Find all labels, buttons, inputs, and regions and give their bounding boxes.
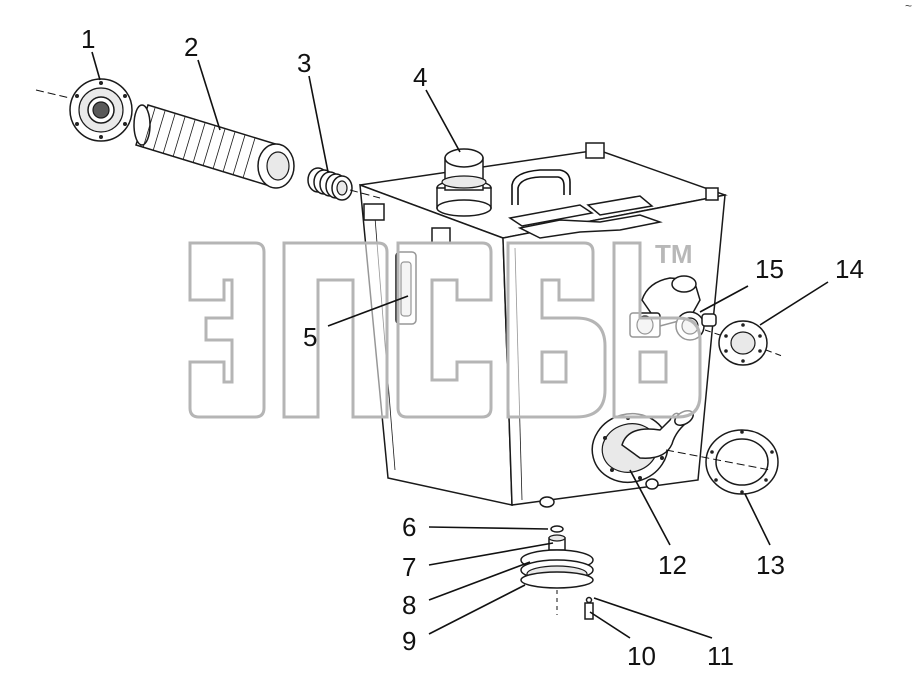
drain-boss xyxy=(539,496,555,508)
callout-3: 3 xyxy=(297,48,311,78)
callout-10: 10 xyxy=(627,641,656,671)
spring xyxy=(307,167,353,201)
top-bracket xyxy=(517,214,663,239)
lifting-lug xyxy=(705,187,719,201)
callout-9: 9 xyxy=(402,626,416,656)
callout-1: 1 xyxy=(81,24,95,54)
callout-5: 5 xyxy=(303,322,317,352)
callout-14: 14 xyxy=(835,254,864,284)
centerline xyxy=(349,189,381,199)
callout-7: 7 xyxy=(402,552,416,582)
tank-handle xyxy=(511,169,571,205)
watermark-logo: TM xyxy=(188,239,702,419)
flange-gasket xyxy=(718,320,768,366)
corner-mark: ~ xyxy=(905,0,912,13)
washer xyxy=(585,596,593,604)
top-bracket xyxy=(508,204,594,227)
filter-element xyxy=(133,104,295,189)
callout-6: 6 xyxy=(402,512,416,542)
leader-lines xyxy=(91,51,829,639)
top-bracket xyxy=(586,195,654,216)
air-breather xyxy=(436,148,492,217)
drain-assembly xyxy=(520,525,594,620)
drain-boss xyxy=(645,478,659,490)
callout-8: 8 xyxy=(402,590,416,620)
callout-4: 4 xyxy=(413,62,427,92)
return-pipe-flange xyxy=(591,410,694,484)
lifting-lug xyxy=(431,227,451,244)
callout-12: 12 xyxy=(658,550,687,580)
lifting-lug xyxy=(363,203,385,221)
drain-bolt xyxy=(584,602,594,620)
callout-11: 11 xyxy=(707,641,734,671)
o-ring xyxy=(550,525,564,533)
callout-2: 2 xyxy=(184,32,198,62)
centerline xyxy=(35,89,71,99)
return-gasket xyxy=(705,429,779,495)
filter-cover-flange xyxy=(69,78,133,142)
callout-labels: 1 2 3 4 5 6 7 8 9 10 11 12 13 14 15 xyxy=(81,24,864,671)
callout-15: 15 xyxy=(755,254,784,284)
trademark-mark: TM xyxy=(655,239,693,269)
lifting-lug xyxy=(585,142,605,159)
callout-13: 13 xyxy=(756,550,785,580)
